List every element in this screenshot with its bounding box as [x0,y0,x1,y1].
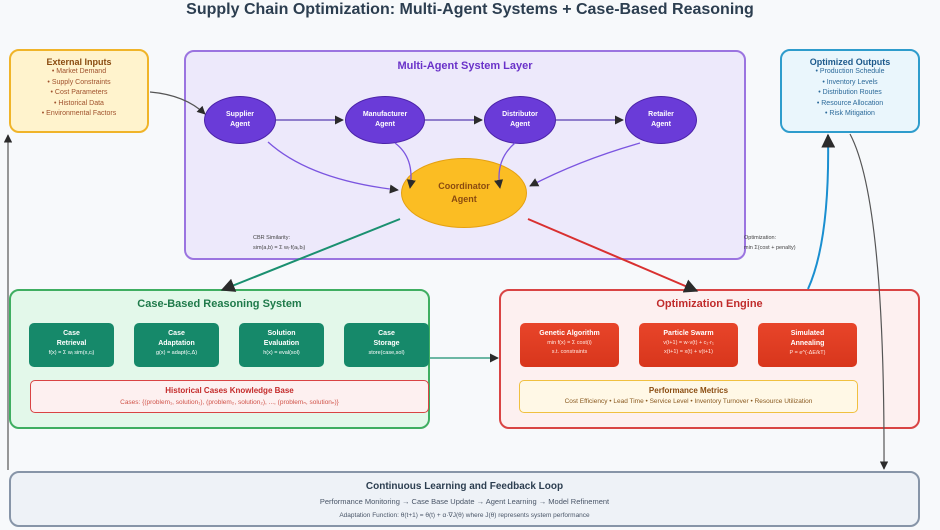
agent-label: Agent [375,121,395,128]
agent-label: Distributor [502,111,538,118]
input-item: • Supply Constraints [47,78,111,86]
input-item: • Market Demand [51,68,107,75]
simulated-annealing-card: Simulated Annealing P = e^(-ΔE/kT) [758,323,857,367]
agent-label: Agent [510,121,530,128]
card-title: Case [168,330,185,337]
card-formula: min f(x) = Σ cost(i) [547,340,592,346]
card-formula: g(x) = adapt(c,Δ) [155,350,198,356]
metrics-text: Cost Efficiency • Lead Time • Service Le… [564,398,813,405]
agent-label: Manufacturer [362,111,408,118]
agent-label: Supplier [225,111,254,118]
output-item: • Distribution Routes [818,89,882,96]
card-formula: x(t+1) = x(t) + v(t+1) [664,349,713,355]
metrics-heading: Performance Metrics [648,386,729,395]
external-inputs-box: External Inputs • Market Demand • Supply… [9,49,149,133]
input-item: • Environmental Factors [41,110,117,117]
genetic-algorithm-card: Genetic Algorithm min f(x) = Σ cost(i) s… [520,323,619,367]
output-item: • Inventory Levels [822,78,878,86]
note-line: sim(a,b) = Σ wᵢ·f(aᵢ,bᵢ) [253,245,306,251]
card-title: Case [378,330,395,337]
coordinator-label: Coordinator [438,181,490,191]
card-title: Simulated [790,330,825,337]
loop-heading: Continuous Learning and Feedback Loop [365,481,564,492]
arrow-optimization-to-outputs [807,133,836,290]
cbr-similarity-note: CBR Similarity: sim(a,b) = Σ wᵢ·f(aᵢ,bᵢ) [253,233,305,253]
input-item: • Historical Data [54,99,104,107]
output-item: • Resource Allocation [816,99,884,107]
card-title: Particle Swarm [663,330,714,337]
optimization-heading: Optimization Engine [656,298,763,310]
continuous-learning-feedback-loop: Continuous Learning and Feedback Loop Pe… [9,471,920,527]
case-adaptation-card: Case Adaptation g(x) = adapt(c,Δ) [134,323,219,367]
card-title: Retrieval [56,340,87,347]
input-item: • Cost Parameters [50,89,108,96]
optimization-note: Optimization: min Σ(cost + penalty) [744,233,796,253]
manufacturer-agent-node: Manufacturer Agent [345,96,425,144]
card-title: Solution [267,330,296,337]
diagram-title: Supply Chain Optimization: Multi-Agent S… [186,1,754,18]
retailer-agent-node: Retailer Agent [625,96,697,144]
output-item: • Risk Mitigation [825,110,875,117]
coordinator-label: Agent [451,194,477,204]
card-title: Annealing [790,340,825,347]
card-title: Adaptation [158,340,195,347]
optimized-outputs-heading: Optimized Outputs [809,57,891,67]
card-formula: v(t+1) = w·v(t) + c₁·r₁ [663,340,714,346]
output-item: • Production Schedule [815,68,885,75]
performance-metrics: Performance Metrics Cost Efficiency • Le… [519,380,858,413]
note-line: CBR Similarity: [253,235,290,241]
particle-swarm-card: Particle Swarm v(t+1) = w·v(t) + c₁·r₁ x… [639,323,738,367]
card-formula: s.t. constraints [551,349,588,355]
loop-steps: Performance Monitoring → Case Base Updat… [319,497,610,506]
card-title: Evaluation [263,340,300,347]
card-formula: f(x) = Σ wᵢ sim(x,cᵢ) [48,350,95,356]
card-formula: P = e^(-ΔE/kT) [789,350,826,356]
coordinator-agent-node: Coordinator Agent [401,158,527,228]
card-formula: store(case,sol) [368,350,405,356]
case-retrieval-card: Case Retrieval f(x) = Σ wᵢ sim(x,cᵢ) [29,323,114,367]
historical-cases-knowledge-base: Historical Cases Knowledge Base Cases: {… [30,380,429,413]
note-line: min Σ(cost + penalty) [744,245,796,251]
kb-heading: Historical Cases Knowledge Base [165,386,294,395]
adaptation-function: Adaptation Function: θ(t+1) = θ(t) + α·∇… [339,512,590,519]
card-title: Case [63,330,80,337]
agent-label: Agent [230,121,250,128]
cbr-heading: Case-Based Reasoning System [137,298,302,310]
agent-label: Retailer [648,111,674,118]
multi-agent-system-layer: Multi-Agent System Layer [184,50,746,260]
card-formula: h(x) = eval(sol) [263,350,300,356]
note-line: Optimization: [744,235,777,241]
supplier-agent-node: Supplier Agent [204,96,276,144]
kb-text: Cases: {(problem₁, solution₁), (problem₂… [120,399,339,406]
solution-evaluation-card: Solution Evaluation h(x) = eval(sol) [239,323,324,367]
optimized-outputs-box: Optimized Outputs • Production Schedule … [780,49,920,133]
agent-label: Agent [651,121,671,128]
card-title: Storage [373,340,400,347]
card-title: Genetic Algorithm [539,330,600,337]
mas-heading: Multi-Agent System Layer [397,60,533,72]
case-storage-card: Case Storage store(case,sol) [344,323,429,367]
external-inputs-heading: External Inputs [46,57,112,67]
distributor-agent-node: Distributor Agent [484,96,556,144]
